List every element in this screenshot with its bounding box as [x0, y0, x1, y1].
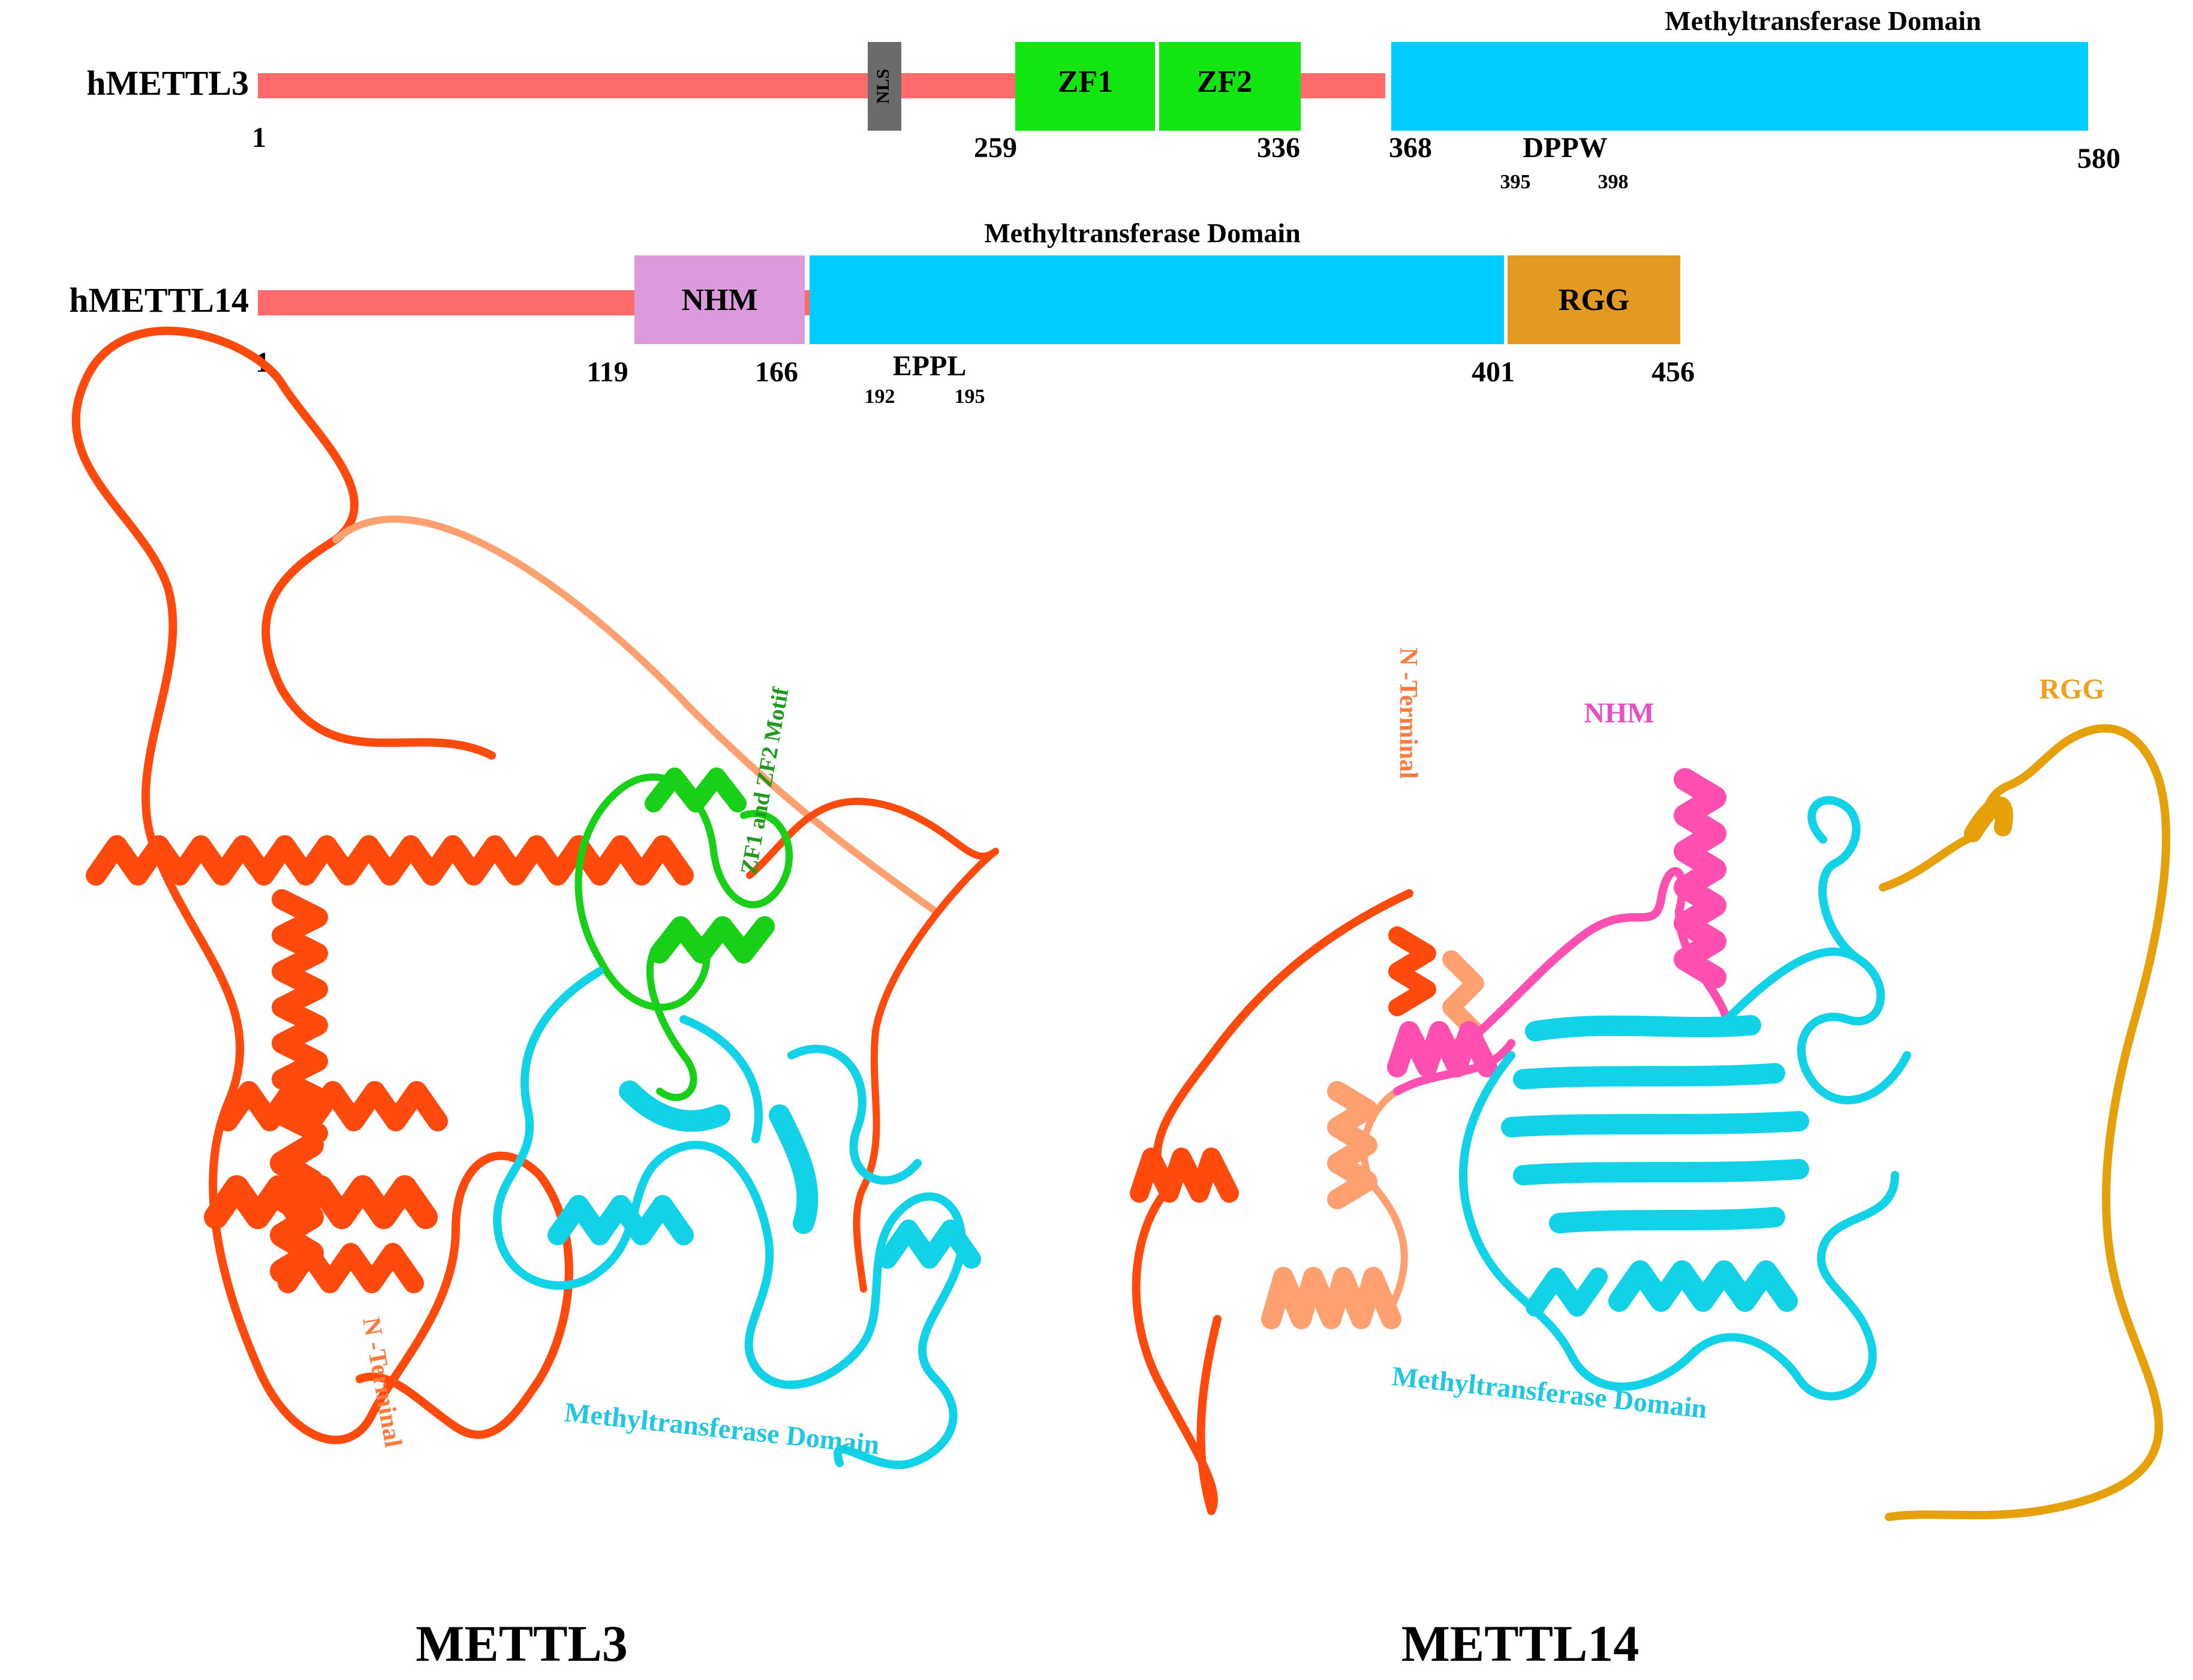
- mettl3-nls-label: NLS: [873, 69, 893, 104]
- mettl14-motif-start: 192: [865, 386, 895, 408]
- mettl14-nterm-helix-4: [1388, 926, 1436, 1016]
- mettl14-nterm-helix-1: [1130, 1148, 1239, 1203]
- mettl3-mtase-helix-2: [878, 1220, 981, 1269]
- mettl3-pos-580: 580: [2077, 143, 2120, 174]
- mettl14-mtase-helix-1: [1608, 1260, 1798, 1312]
- mettl14-nterm-label: N -Terminal: [1394, 648, 1422, 779]
- mettl3-mtase-strand: [619, 1080, 819, 1234]
- mettl14-rgg-turn: [1964, 796, 2013, 842]
- mettl14-nhm-helix-2: [1387, 1021, 1497, 1077]
- mettl3-structure: [71, 326, 999, 1470]
- mettl3-pos-start: 1: [252, 122, 266, 153]
- mettl14-domain-map: NHM RGG hMETTL14 Methyltransferase Domai…: [69, 218, 1695, 408]
- mettl3-pos-368: 368: [1389, 132, 1432, 164]
- mettl3-right-loop: [746, 797, 999, 1293]
- mettl3-domain-title: Methyltransferase Domain: [1665, 5, 1981, 36]
- mettl14-mtase-loops: [1459, 796, 1911, 1401]
- mettl14-mtase-rgg-divider: [1504, 255, 1508, 344]
- mettl3-nterm-helix-2: [272, 889, 328, 1143]
- mettl14-rgg-tail: [1879, 724, 2171, 1521]
- mettl14-mtase-helix-2: [1526, 1267, 1608, 1317]
- mettl14-rgg-label: RGG: [2039, 673, 2104, 705]
- mettl14-pos-166: 166: [755, 356, 798, 388]
- mettl14-domain-title: Methyltransferase Domain: [984, 218, 1301, 248]
- mettl14-nterm-helix-3: [1327, 1081, 1377, 1209]
- mettl14-mtase-label: Methyltransferase Domain: [1391, 1360, 1708, 1424]
- mettl3-nterm-helix-6: [278, 1243, 424, 1293]
- mettl3-zf-divider: [1155, 42, 1159, 131]
- mettl3-nls-box: [868, 42, 901, 131]
- mettl14-pos-119: 119: [586, 356, 628, 388]
- mettl3-zf1-label: ZF1: [1058, 65, 1113, 99]
- mettl3-nterm-helix-3: [218, 1081, 448, 1131]
- mettl3-pos-336: 336: [1257, 132, 1300, 164]
- mettl3-nterm-helix-1: [86, 835, 694, 886]
- mettl14-motif-label: EPPL: [893, 350, 967, 382]
- mettl3-zf2-box: [1159, 42, 1301, 131]
- mettl3-zf-helix-2: [649, 916, 775, 964]
- mettl3-zf-helix: [645, 767, 747, 812]
- mettl3-motif-label: DPPW: [1523, 132, 1607, 164]
- mettl14-mtase-box: [810, 255, 1504, 344]
- mettl14-structure: [1130, 724, 2171, 1521]
- mettl14-nhm-box: [634, 255, 805, 344]
- mettl14-nhm-helix-1: [1674, 768, 1726, 989]
- mettl3-mtase-helix-1: [548, 1195, 694, 1245]
- mettl3-nterm-loops: [71, 326, 573, 1444]
- mettl14-mtase-strands: [1501, 1015, 1809, 1233]
- mettl3-name: hMETTL3: [86, 64, 249, 103]
- mettl14-rgg-label: RGG: [1559, 283, 1629, 317]
- mettl14-pos-401: 401: [1472, 356, 1515, 388]
- mettl14-motif-end: 195: [955, 386, 985, 408]
- mettl3-mtase-label: Methyltransferase Domain: [563, 1396, 881, 1460]
- mettl14-nterm-loops: [1132, 889, 1413, 1515]
- mettl14-name: hMETTL14: [69, 281, 249, 320]
- mettl3-zf1-box: [1015, 42, 1155, 131]
- mettl3-zf2-label: ZF2: [1197, 65, 1252, 99]
- mettl3-motif-start: 395: [1500, 171, 1531, 193]
- mettl3-top-loop: [332, 515, 939, 915]
- mettl3-pos-259: 259: [974, 132, 1017, 164]
- mettl3-mtase-loops: [493, 967, 966, 1470]
- mettl3-structure-title: METTL3: [416, 1615, 628, 1672]
- mettl3-mtase-box: [1391, 42, 2088, 131]
- mettl14-structure-title: METTL14: [1401, 1615, 1640, 1672]
- mettl14-nhm-label: NHM: [1584, 697, 1654, 729]
- mettl14-pos-456: 456: [1651, 356, 1695, 388]
- mettl14-rgg-box: [1508, 255, 1680, 344]
- mettl14-nterm-helix-2: [1261, 1267, 1401, 1329]
- mettl14-nhm-label: NHM: [681, 283, 757, 317]
- mettl3-domain-map: NLS ZF1 ZF2 hMETTL3 Methyltransferase Do…: [86, 5, 2120, 193]
- mettl3-motif-end: 398: [1598, 171, 1629, 193]
